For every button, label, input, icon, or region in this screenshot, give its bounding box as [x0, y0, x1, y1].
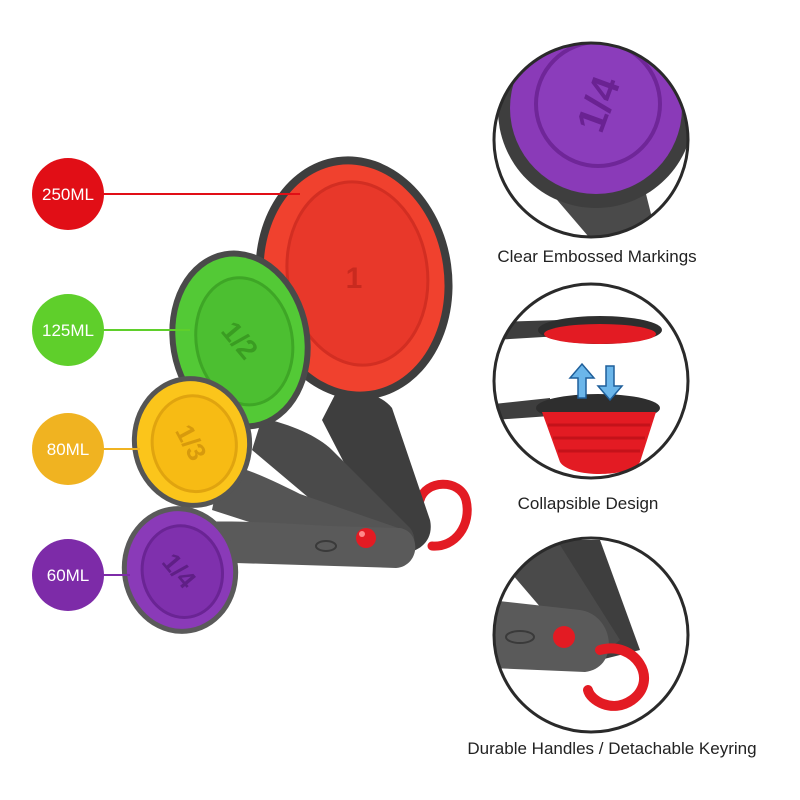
- detail-1-cup-inner: [534, 43, 662, 168]
- badge-125: [32, 294, 104, 366]
- badge-250-label: 250ML: [42, 185, 94, 204]
- expand-arrow-down-icon: [596, 365, 624, 402]
- size-badges: 250ML 125ML 80ML 60ML: [32, 158, 300, 611]
- keyring-button: [356, 528, 376, 548]
- cup-250-handle: [322, 385, 431, 553]
- cup-250-marking: 1: [346, 262, 363, 295]
- feature-caption-3: Durable Handles / Detachable Keyring: [467, 739, 756, 758]
- feature-caption-2: Collapsible Design: [518, 494, 659, 513]
- cup-80-inner: [150, 394, 238, 494]
- keyring-button-highlight: [359, 531, 365, 537]
- badge-250: [32, 158, 104, 230]
- feature-embossed-markings: 1/4 Clear Embossed Markings: [492, 41, 697, 266]
- feature-collapsible-design: Collapsible Design: [492, 282, 690, 513]
- feature-durable-handles: Durable Handles / Detachable Keyring: [467, 536, 757, 758]
- feature-caption-1: Clear Embossed Markings: [497, 247, 696, 266]
- collapse-arrow-up-icon: [568, 362, 596, 399]
- badge-60: [32, 539, 104, 611]
- detail-3-keyring: [583, 643, 649, 711]
- cup-60ml: 1/4: [121, 506, 239, 634]
- detail-circle-2: [492, 282, 690, 480]
- handle-stack: [200, 385, 431, 568]
- handle-emboss-oval: [315, 540, 337, 552]
- detail-2-handle-bottom: [494, 398, 550, 420]
- detail-2-cup-bottom-body: [542, 412, 656, 474]
- detail-3-handle-front: [494, 600, 609, 672]
- detail-2-cup-top: [544, 324, 656, 344]
- keyring: [415, 479, 472, 551]
- detail-circle-1: [492, 41, 690, 239]
- detail-3-emboss-oval: [505, 630, 535, 644]
- badge-125-label: 125ML: [42, 321, 94, 340]
- detail-2-cup-ridges: [548, 423, 650, 453]
- badge-80: [32, 413, 104, 485]
- detail-circle-3: [492, 536, 690, 734]
- detail-3-keyring-button: [553, 626, 575, 648]
- measuring-cup-set: 1 1/2 1/3 1/4: [121, 156, 472, 634]
- cup-125-inner: [194, 276, 295, 407]
- badge-80-label: 80ML: [47, 440, 90, 459]
- badge-60-label: 60ML: [47, 566, 90, 585]
- cup-60-inner: [140, 524, 225, 619]
- cup-80ml: 1/3: [131, 376, 253, 508]
